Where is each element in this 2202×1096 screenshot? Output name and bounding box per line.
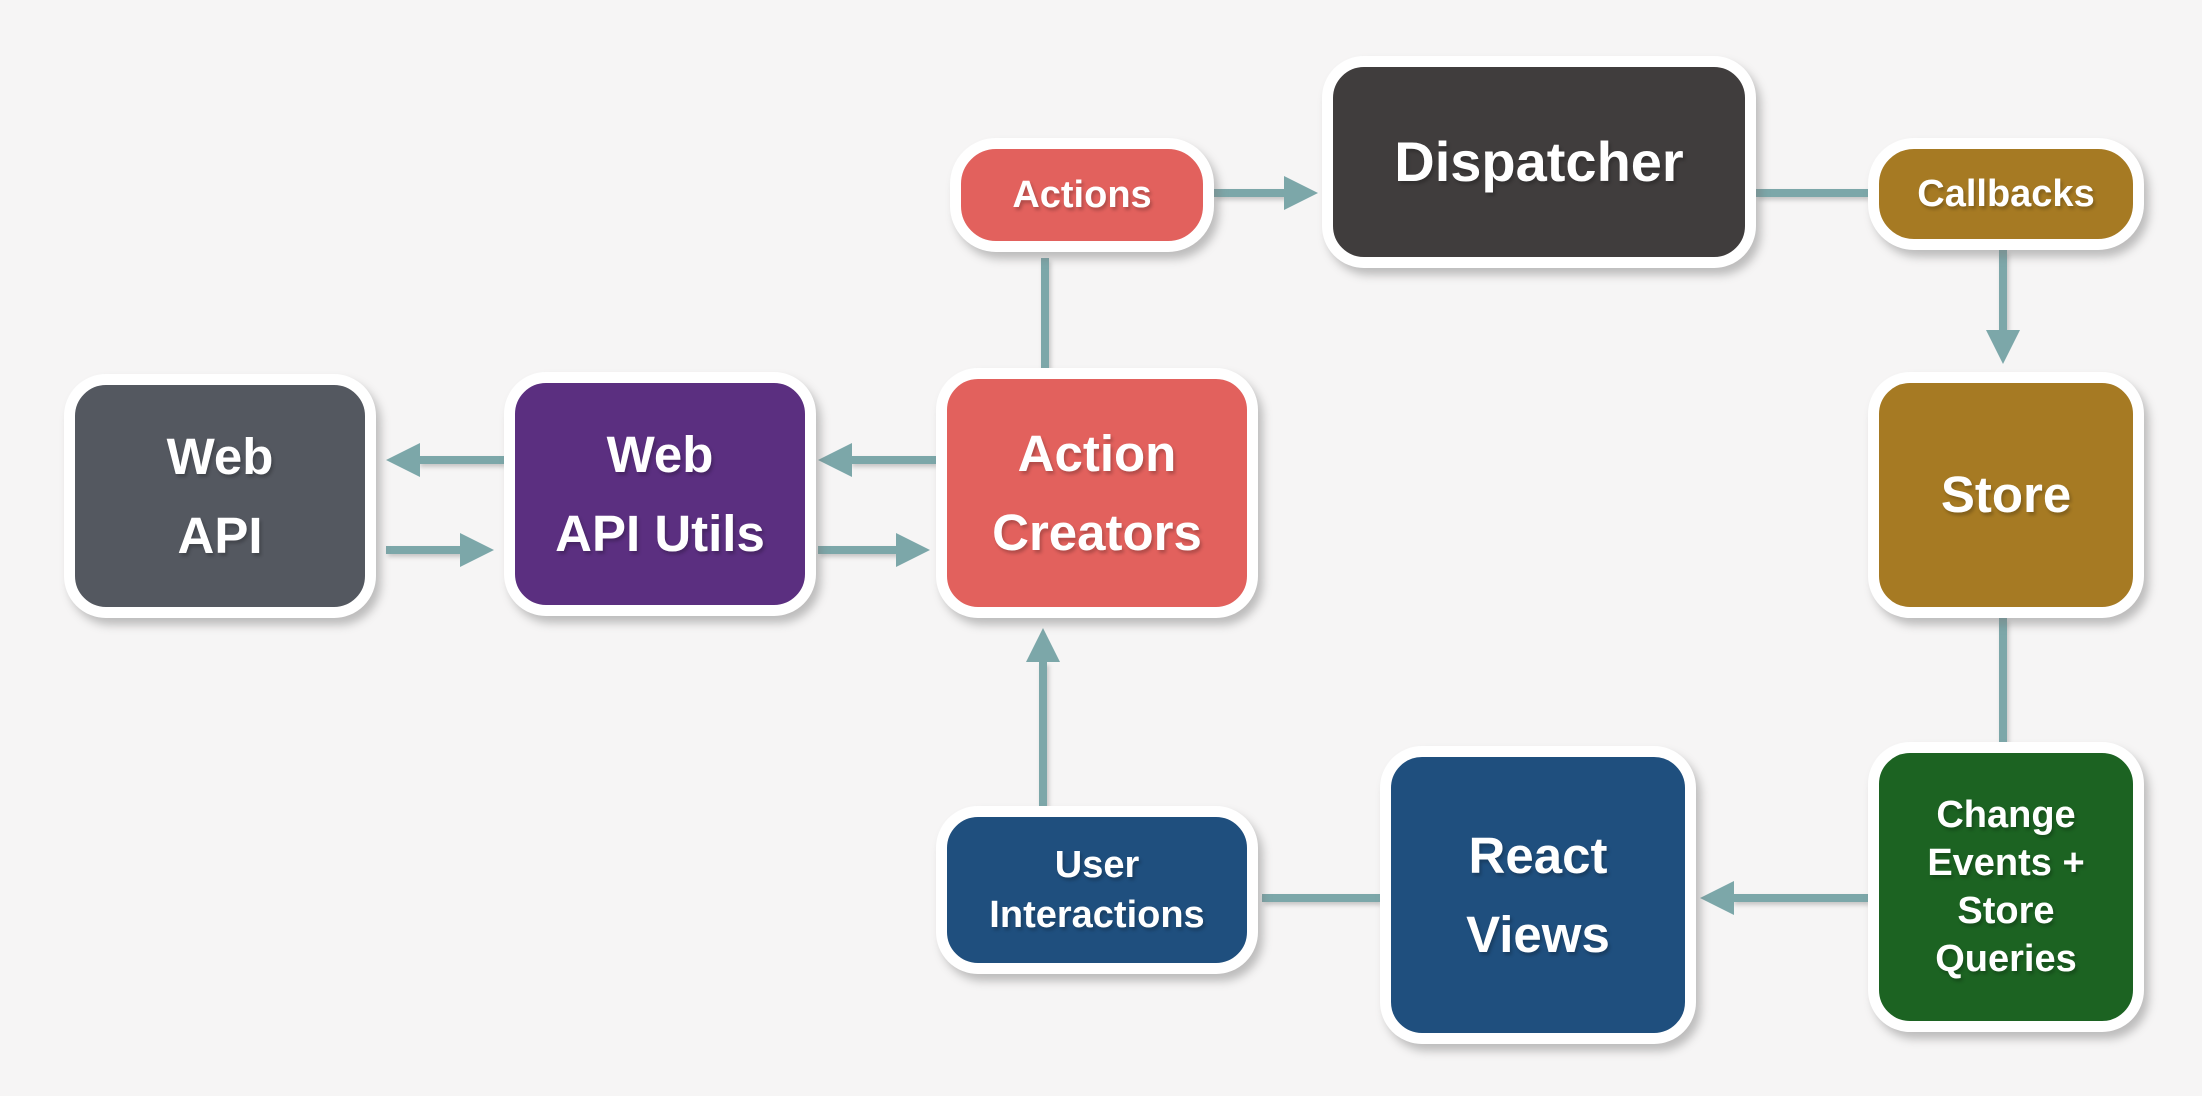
node-web-api-utils: Web API Utils [504, 372, 816, 616]
edge-action-creators-to-web-api-utils [850, 456, 936, 464]
edge-change-events-to-react-views [1732, 894, 1868, 902]
edge-dispatcher-to-callbacks [1756, 189, 1868, 197]
edge-actions-to-dispatcher [1214, 189, 1286, 197]
edge-web-api-utils-to-action-creators [818, 546, 898, 554]
node-action-creators-label-line1: Action [1017, 424, 1177, 482]
node-web-api-label-line2: API [177, 507, 263, 564]
edge-web-api-utils-to-web-api [418, 456, 504, 464]
node-change-events-label-line2: Events + [1927, 841, 2085, 884]
node-change-events-label-line4: Queries [1935, 938, 2077, 981]
node-user-interactions-label-line2: Interactions [989, 894, 1205, 936]
edge-user-interactions-to-action-creators [1039, 662, 1047, 806]
edge-store-to-change-events [1999, 618, 2007, 742]
edge-callbacks-to-store [1999, 250, 2007, 332]
node-react-views: React Views [1380, 746, 1696, 1044]
node-change-events-label-line1: Change [1936, 793, 2076, 836]
edge-user-interactions-to-action-creators-arrowhead [1026, 628, 1060, 662]
node-actions-label: Actions [1012, 173, 1152, 216]
node-user-interactions: User Interactions [936, 806, 1258, 974]
node-store: Store [1868, 372, 2144, 618]
node-web-api-utils-label-line2: API Utils [555, 505, 765, 562]
node-store-label: Store [1940, 466, 2072, 524]
edge-web-api-utils-to-action-creators-arrowhead [896, 533, 930, 567]
edge-react-views-to-user-interactions [1262, 894, 1380, 902]
node-web-api: Web API [64, 374, 376, 618]
node-user-interactions-label-line1: User [1054, 843, 1140, 886]
node-react-views-label-line2: Views [1466, 906, 1610, 963]
node-react-views-label-line1: React [1468, 826, 1608, 884]
node-web-api-label-line1: Web [166, 427, 274, 485]
edge-web-api-to-web-api-utils-arrowhead [460, 533, 494, 567]
node-action-creators-label-line2: Creators [992, 504, 1202, 561]
node-action-creators: Action Creators [936, 368, 1258, 618]
node-actions: Actions [950, 138, 1214, 252]
edge-web-api-utils-to-web-api-arrowhead [386, 443, 420, 477]
edge-actions-to-dispatcher-arrowhead [1284, 176, 1318, 210]
edge-web-api-to-web-api-utils [386, 546, 462, 554]
node-change-events-store-queries: Change Events + Store Queries [1868, 742, 2144, 1032]
node-change-events-label-line3: Store [1957, 890, 2055, 932]
node-dispatcher-label: Dispatcher [1394, 130, 1684, 194]
node-web-api-utils-label-line1: Web [606, 425, 714, 483]
edge-change-events-to-react-views-arrowhead [1700, 881, 1734, 915]
node-dispatcher: Dispatcher [1322, 56, 1756, 268]
node-callbacks-label: Callbacks [1917, 172, 2095, 215]
edge-action-creators-to-actions [1041, 258, 1049, 368]
node-callbacks: Callbacks [1868, 138, 2144, 250]
edge-callbacks-to-store-arrowhead [1986, 330, 2020, 364]
edge-action-creators-to-web-api-utils-arrowhead [818, 443, 852, 477]
